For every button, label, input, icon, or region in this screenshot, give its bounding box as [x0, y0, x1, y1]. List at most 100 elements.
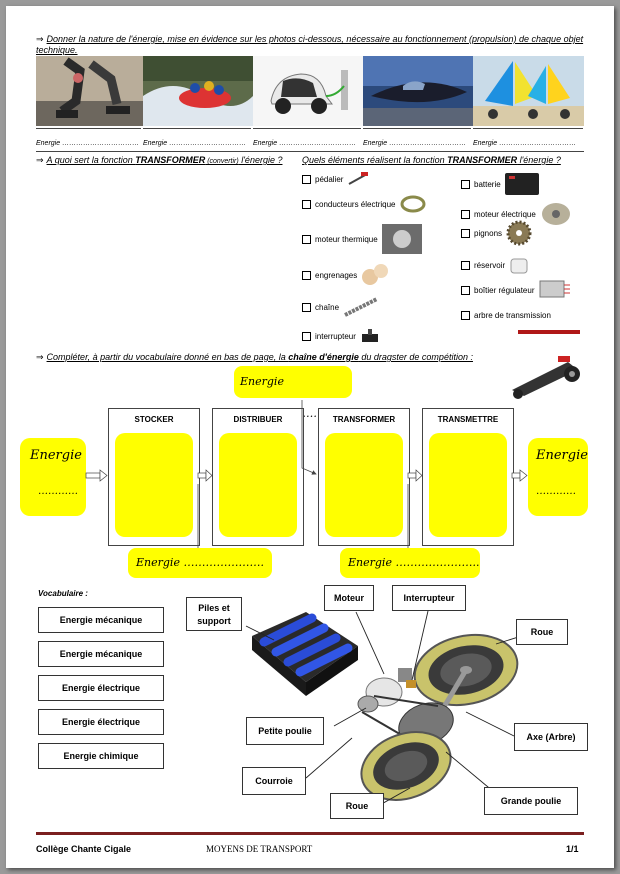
checkbox-item[interactable]: interrupteur — [302, 328, 380, 344]
wire-icon — [400, 195, 425, 213]
vocab-item[interactable]: Energie mécanique — [38, 641, 164, 667]
checkbox-item[interactable]: batterie — [461, 173, 539, 195]
gears-icon — [362, 264, 389, 285]
question-4: ⇒Compléter, à partir du vocabulaire donn… — [36, 352, 473, 363]
photo-electric-car — [253, 56, 363, 126]
checkbox[interactable] — [461, 285, 470, 295]
checkbox-item[interactable]: moteur électrique — [461, 201, 572, 227]
vocab-item[interactable]: Energie électrique — [38, 675, 164, 701]
energy-caption: Energie …………………………… — [473, 128, 583, 152]
checkbox[interactable] — [302, 199, 311, 209]
checkbox[interactable] — [302, 174, 311, 184]
checkbox[interactable] — [461, 228, 470, 238]
checkbox[interactable] — [461, 260, 470, 270]
question-1-text: Donner la nature de l'énergie, mise en é… — [36, 34, 584, 55]
checkbox-item[interactable]: moteur thermique — [302, 224, 422, 254]
checkbox[interactable] — [461, 179, 470, 189]
arrow-icon: ⇒ — [36, 352, 44, 362]
vocab-item[interactable]: Energie électrique — [38, 709, 164, 735]
label-grande-poulie: Grande poulie — [484, 787, 578, 815]
question-2-suffix: l'énergie ? — [238, 155, 283, 165]
checkbox[interactable] — [302, 302, 311, 312]
small-pulley — [357, 695, 379, 713]
answer-box[interactable] — [325, 433, 403, 537]
photo-sand-yacht — [473, 56, 584, 126]
energy-right-dots: ………… — [536, 486, 576, 497]
checkbox-item[interactable]: pignons — [461, 220, 532, 246]
chain-arrows — [85, 400, 528, 554]
pointer-arrow — [301, 400, 317, 475]
checkbox-label: pignons — [474, 228, 503, 238]
question-3: Quels éléments réalisent la fonction TRA… — [302, 155, 561, 166]
photo-rafting — [143, 56, 253, 126]
question-3-suffix: l'énergie ? — [517, 155, 561, 165]
caption-bottom-line — [36, 151, 584, 152]
checkbox[interactable] — [461, 311, 470, 320]
label-interrupteur: Interrupteur — [392, 585, 466, 611]
arrow-icon: ⇒ — [36, 155, 44, 165]
shaft-icon — [518, 330, 580, 334]
checkbox-label: chaîne — [315, 302, 340, 312]
checkbox[interactable] — [302, 331, 311, 341]
footer-rule — [36, 832, 584, 835]
energy-left-dots: ………… — [38, 486, 78, 497]
checkbox-label: conducteurs électrique — [315, 199, 396, 209]
vocab-title: Vocabulaire : — [38, 589, 88, 598]
checkbox-label: interrupteur — [315, 331, 356, 341]
tank-icon — [510, 258, 528, 274]
checkbox-item[interactable]: arbre de transmission — [461, 311, 551, 320]
checkbox[interactable] — [302, 234, 311, 244]
checkbox-item[interactable]: pédalier — [302, 172, 369, 186]
checkbox-label: boîtier régulateur — [474, 285, 535, 295]
checkbox-item[interactable]: chaîne — [302, 297, 379, 317]
vocab-item[interactable]: Energie chimique — [38, 743, 164, 769]
label-roue-top: Roue — [516, 619, 568, 645]
answer-box[interactable] — [429, 433, 507, 537]
battery-pack — [252, 612, 358, 696]
switch-icon — [361, 329, 378, 342]
chain-icon — [344, 297, 378, 317]
stage-transmettre: TRANSMETTRE — [422, 408, 514, 546]
answer-box[interactable] — [219, 433, 297, 537]
checkbox-label: moteur thermique — [315, 234, 378, 244]
hollow-arrow — [197, 469, 213, 482]
hollow-arrow — [511, 469, 528, 482]
checkbox-item[interactable]: boîtier régulateur — [461, 277, 572, 303]
stage-distribuer: DISTRIBUER — [212, 408, 304, 546]
question-2-text: A quoi sert la fonction — [46, 155, 136, 165]
checkbox-item[interactable]: réservoir — [461, 255, 529, 275]
question-3-bold: TRANSFORMER — [447, 155, 518, 165]
checkbox-label: réservoir — [474, 260, 506, 270]
checkbox[interactable] — [302, 270, 311, 280]
checkbox-item[interactable]: engrenages — [302, 263, 389, 287]
hollow-arrow — [407, 469, 423, 482]
arrow-icon: ⇒ — [36, 34, 44, 44]
question-2-small: (convertir) — [205, 158, 239, 165]
answer-box[interactable] — [115, 433, 193, 537]
controller-icon — [539, 280, 571, 298]
checkbox-item[interactable]: conducteurs électrique — [302, 194, 426, 214]
question-4-suffix: du dragster de compétition : — [358, 352, 473, 362]
label-piles: Piles et support — [186, 597, 242, 631]
footer-school: Collège Chante Cigale — [36, 844, 132, 854]
motor-icon — [541, 203, 570, 225]
photo-solar-car — [363, 56, 473, 126]
dragster-image — [512, 356, 580, 399]
label-axe: Axe (Arbre) — [514, 723, 588, 751]
label-moteur: Moteur — [324, 585, 374, 611]
label-roue-bottom: Roue — [330, 793, 384, 819]
stage-label: TRANSMETTRE — [437, 415, 499, 424]
vocab-item[interactable]: Energie mécanique — [38, 607, 164, 633]
stage-label: STOCKER — [134, 415, 174, 424]
checkbox-label: arbre de transmission — [474, 311, 551, 320]
question-4-text: Compléter, à partir du vocabulaire donné… — [46, 352, 289, 362]
battery-icon — [504, 173, 539, 195]
energy-left-title: Energie — [30, 448, 82, 463]
checkbox[interactable] — [461, 209, 470, 219]
engine-icon — [381, 224, 422, 254]
label-courroie: Courroie — [242, 767, 306, 795]
energy-right-title: Energie — [536, 448, 588, 463]
pedal-icon — [348, 172, 369, 185]
photo-roller-skater — [36, 56, 143, 126]
question-2-bold: TRANSFORMER — [135, 155, 206, 165]
